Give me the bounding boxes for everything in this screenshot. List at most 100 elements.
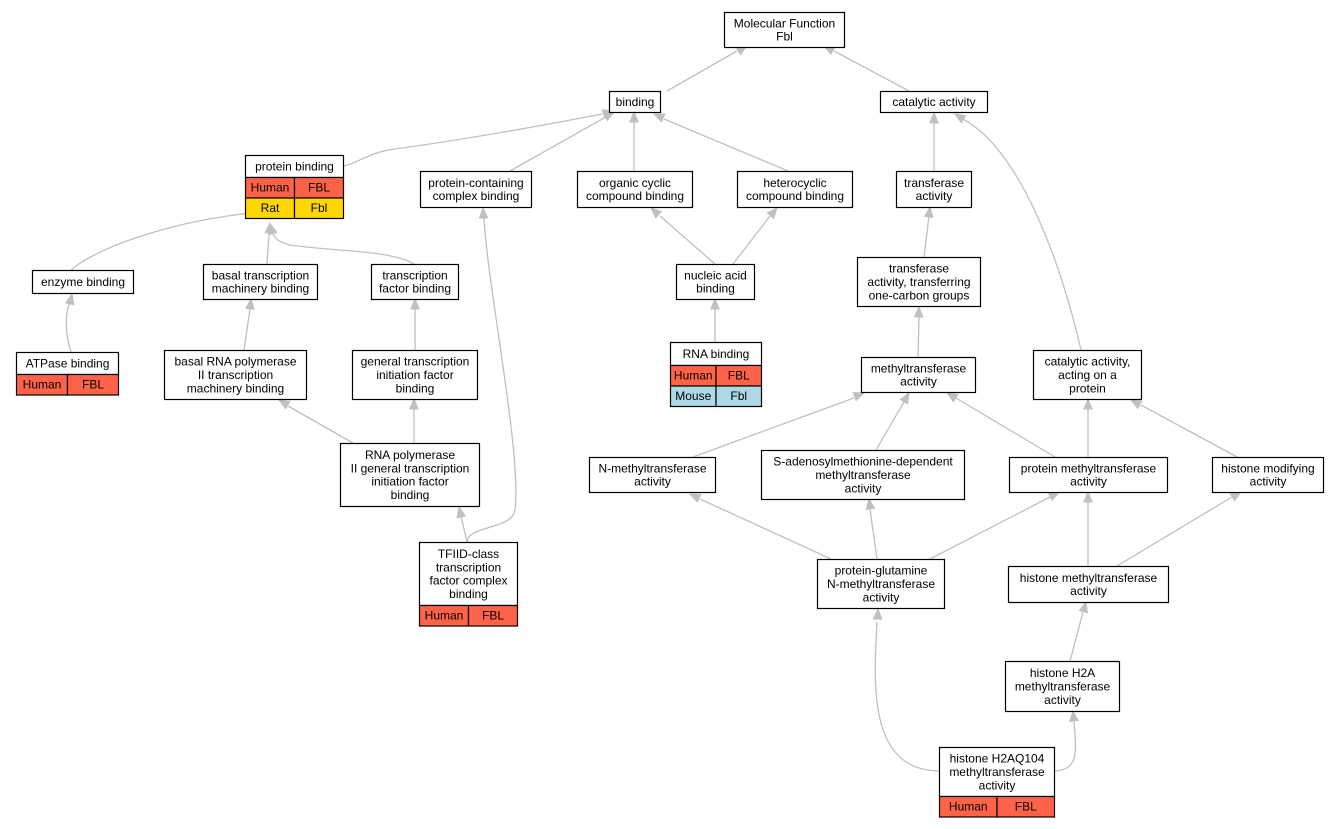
node-label: catalytic activity,	[1045, 355, 1131, 369]
go-term-node-pq-methyl[interactable]: protein-glutamineN-methyltransferaseacti…	[816, 558, 946, 610]
node-box	[938, 746, 1056, 798]
edge-line	[929, 496, 1051, 560]
node-label: TFIID-class	[438, 547, 499, 561]
arrowhead-icon	[945, 392, 959, 403]
node-box	[856, 256, 982, 308]
edge	[688, 493, 832, 560]
arrowhead-icon	[872, 607, 883, 620]
edge-line	[70, 212, 253, 271]
go-term-node-binding[interactable]: binding	[608, 90, 662, 114]
gene-label: FBL	[308, 181, 330, 195]
node-box	[370, 263, 460, 301]
node-label: S-adenosylmethionine-dependent	[773, 455, 953, 469]
node-label: binding	[391, 488, 430, 502]
node-label: binding	[616, 95, 655, 109]
node-label: N-methyltransferase	[598, 461, 706, 475]
node-box	[675, 263, 756, 301]
edge	[865, 497, 878, 560]
node-label: activity	[1070, 475, 1107, 489]
edge	[1053, 709, 1079, 772]
go-term-node-catalytic[interactable]: catalytic activity	[879, 90, 989, 114]
node-label: machinery binding	[187, 381, 284, 395]
node-label: RNA polymerase	[365, 448, 455, 462]
edge-line	[272, 233, 415, 265]
edge-line	[869, 508, 878, 560]
node-box	[351, 349, 479, 401]
edge-line	[692, 397, 855, 458]
gene-label: FBL	[1015, 800, 1037, 814]
edge-line	[466, 217, 517, 543]
node-label: compound binding	[746, 189, 844, 203]
edge-line	[962, 118, 1082, 351]
node-label: protein-glutamine	[835, 564, 928, 578]
arrowhead-icon	[913, 305, 924, 318]
node-label: activity	[845, 481, 882, 495]
node-label: compound binding	[586, 189, 684, 203]
edge	[875, 391, 910, 451]
edge	[822, 45, 910, 92]
node-label: basal transcription	[212, 268, 309, 282]
arrowhead-icon	[277, 399, 291, 410]
edge	[343, 109, 615, 167]
edge	[466, 206, 517, 543]
node-label: histone methyltransferase	[1020, 571, 1158, 585]
node-box	[1007, 565, 1170, 604]
species-label: Human	[674, 369, 713, 383]
edge	[652, 113, 789, 172]
edge-line	[1140, 404, 1238, 458]
go-term-node-enzyme-binding[interactable]: enzyme binding	[31, 269, 135, 295]
node-box	[418, 541, 519, 607]
arrowhead-icon	[766, 207, 778, 220]
arrowhead-icon	[64, 292, 75, 306]
arrowhead-icon	[923, 205, 934, 218]
node-label: activity	[634, 475, 671, 489]
species-label: Human	[251, 181, 290, 195]
edge-line	[666, 50, 738, 92]
node-label: complex binding	[433, 189, 520, 203]
node-box	[202, 263, 319, 301]
arrowhead-icon	[1047, 491, 1061, 502]
go-term-node-sam-methyl[interactable]: S-adenosylmethionine-dependentmethyltran…	[760, 449, 966, 501]
node-label: binding	[696, 282, 735, 296]
species-label: Mouse	[675, 389, 711, 403]
arrowhead-icon	[1068, 709, 1079, 722]
edge	[945, 392, 1056, 458]
edge	[953, 113, 1082, 351]
node-label: basal RNA polymerase	[174, 355, 296, 369]
edge-line	[266, 233, 270, 265]
node-box	[895, 170, 973, 209]
arrowhead-icon	[953, 113, 967, 124]
node-label: binding	[396, 381, 435, 395]
edge	[1083, 397, 1093, 457]
arrowhead-icon	[1129, 399, 1143, 410]
node-label: activity	[1044, 693, 1081, 707]
edge	[872, 607, 940, 772]
go-term-node-h2aq104[interactable]: histone H2AQ104methyltransferaseactivity…	[938, 746, 1056, 818]
node-label: machinery binding	[212, 282, 309, 296]
